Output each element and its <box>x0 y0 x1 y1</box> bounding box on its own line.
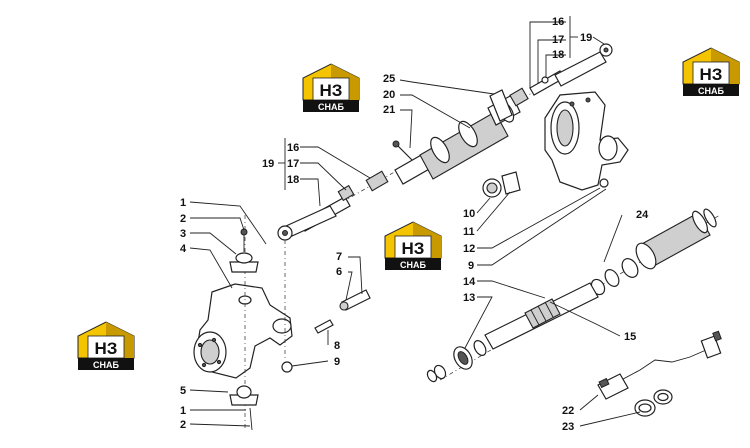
callout-2-lower: 2 <box>180 419 186 431</box>
callout-24: 24 <box>636 209 649 221</box>
callout-leaders <box>189 16 641 427</box>
callout-18-upper: 18 <box>552 49 564 61</box>
callout-23: 23 <box>562 421 574 433</box>
callout-8: 8 <box>334 340 340 352</box>
logo-sub-text: СНАБ <box>318 102 344 112</box>
callout-19-middle: 19 <box>262 158 274 170</box>
logo-watermark-3: НЗ СНАБ <box>384 221 442 271</box>
callout-3: 3 <box>180 228 186 240</box>
callout-10: 10 <box>463 208 475 220</box>
callout-2-upper: 2 <box>180 213 186 225</box>
logo-main-text: НЗ <box>320 81 343 100</box>
callout-11: 11 <box>463 226 475 238</box>
callout-16-upper: 16 <box>552 16 564 28</box>
logo-watermark-1: НЗ СНАБ <box>302 63 360 113</box>
right-steering-knuckle <box>482 91 629 198</box>
callout-20: 20 <box>383 89 395 101</box>
callout-1-lower: 1 <box>180 405 186 417</box>
callout-7: 7 <box>336 251 342 263</box>
callout-25: 25 <box>383 73 395 85</box>
callout-21: 21 <box>383 104 395 116</box>
callout-19-upper: 19 <box>580 32 592 44</box>
logo-main-text: НЗ <box>402 239 425 258</box>
callout-1-upper: 1 <box>180 197 186 209</box>
logo-main-text: НЗ <box>700 65 723 84</box>
logo-watermark-2: НЗ СНАБ <box>682 47 740 97</box>
upper-tie-rod-assembly <box>277 43 613 241</box>
callout-5: 5 <box>180 385 186 397</box>
callout-18-middle: 18 <box>287 174 299 186</box>
callout-13: 13 <box>463 292 475 304</box>
lower-shaft-assembly <box>426 208 721 383</box>
callout-15: 15 <box>624 331 636 343</box>
callout-17-middle: 17 <box>287 158 299 170</box>
callout-4: 4 <box>180 243 187 255</box>
callout-17-upper: 17 <box>552 34 564 46</box>
sensor-and-clamps <box>597 330 722 417</box>
logo-sub-text: СНАБ <box>93 360 119 370</box>
logo-sub-text: СНАБ <box>698 86 724 96</box>
logo-main-text: НЗ <box>95 339 118 358</box>
left-steering-knuckle <box>193 215 371 431</box>
logo-watermark-4: НЗ СНАБ <box>77 321 135 371</box>
callout-14: 14 <box>463 276 476 288</box>
callout-6: 6 <box>336 266 342 278</box>
callout-12: 12 <box>463 243 475 255</box>
callout-9-right: 9 <box>468 260 474 272</box>
callout-numbers: 16 17 18 19 25 20 21 16 17 18 19 10 11 1… <box>180 16 649 433</box>
callout-22: 22 <box>562 405 574 417</box>
callout-16-middle: 16 <box>287 142 299 154</box>
logo-sub-text: СНАБ <box>400 260 426 270</box>
callout-9-left: 9 <box>334 356 340 368</box>
